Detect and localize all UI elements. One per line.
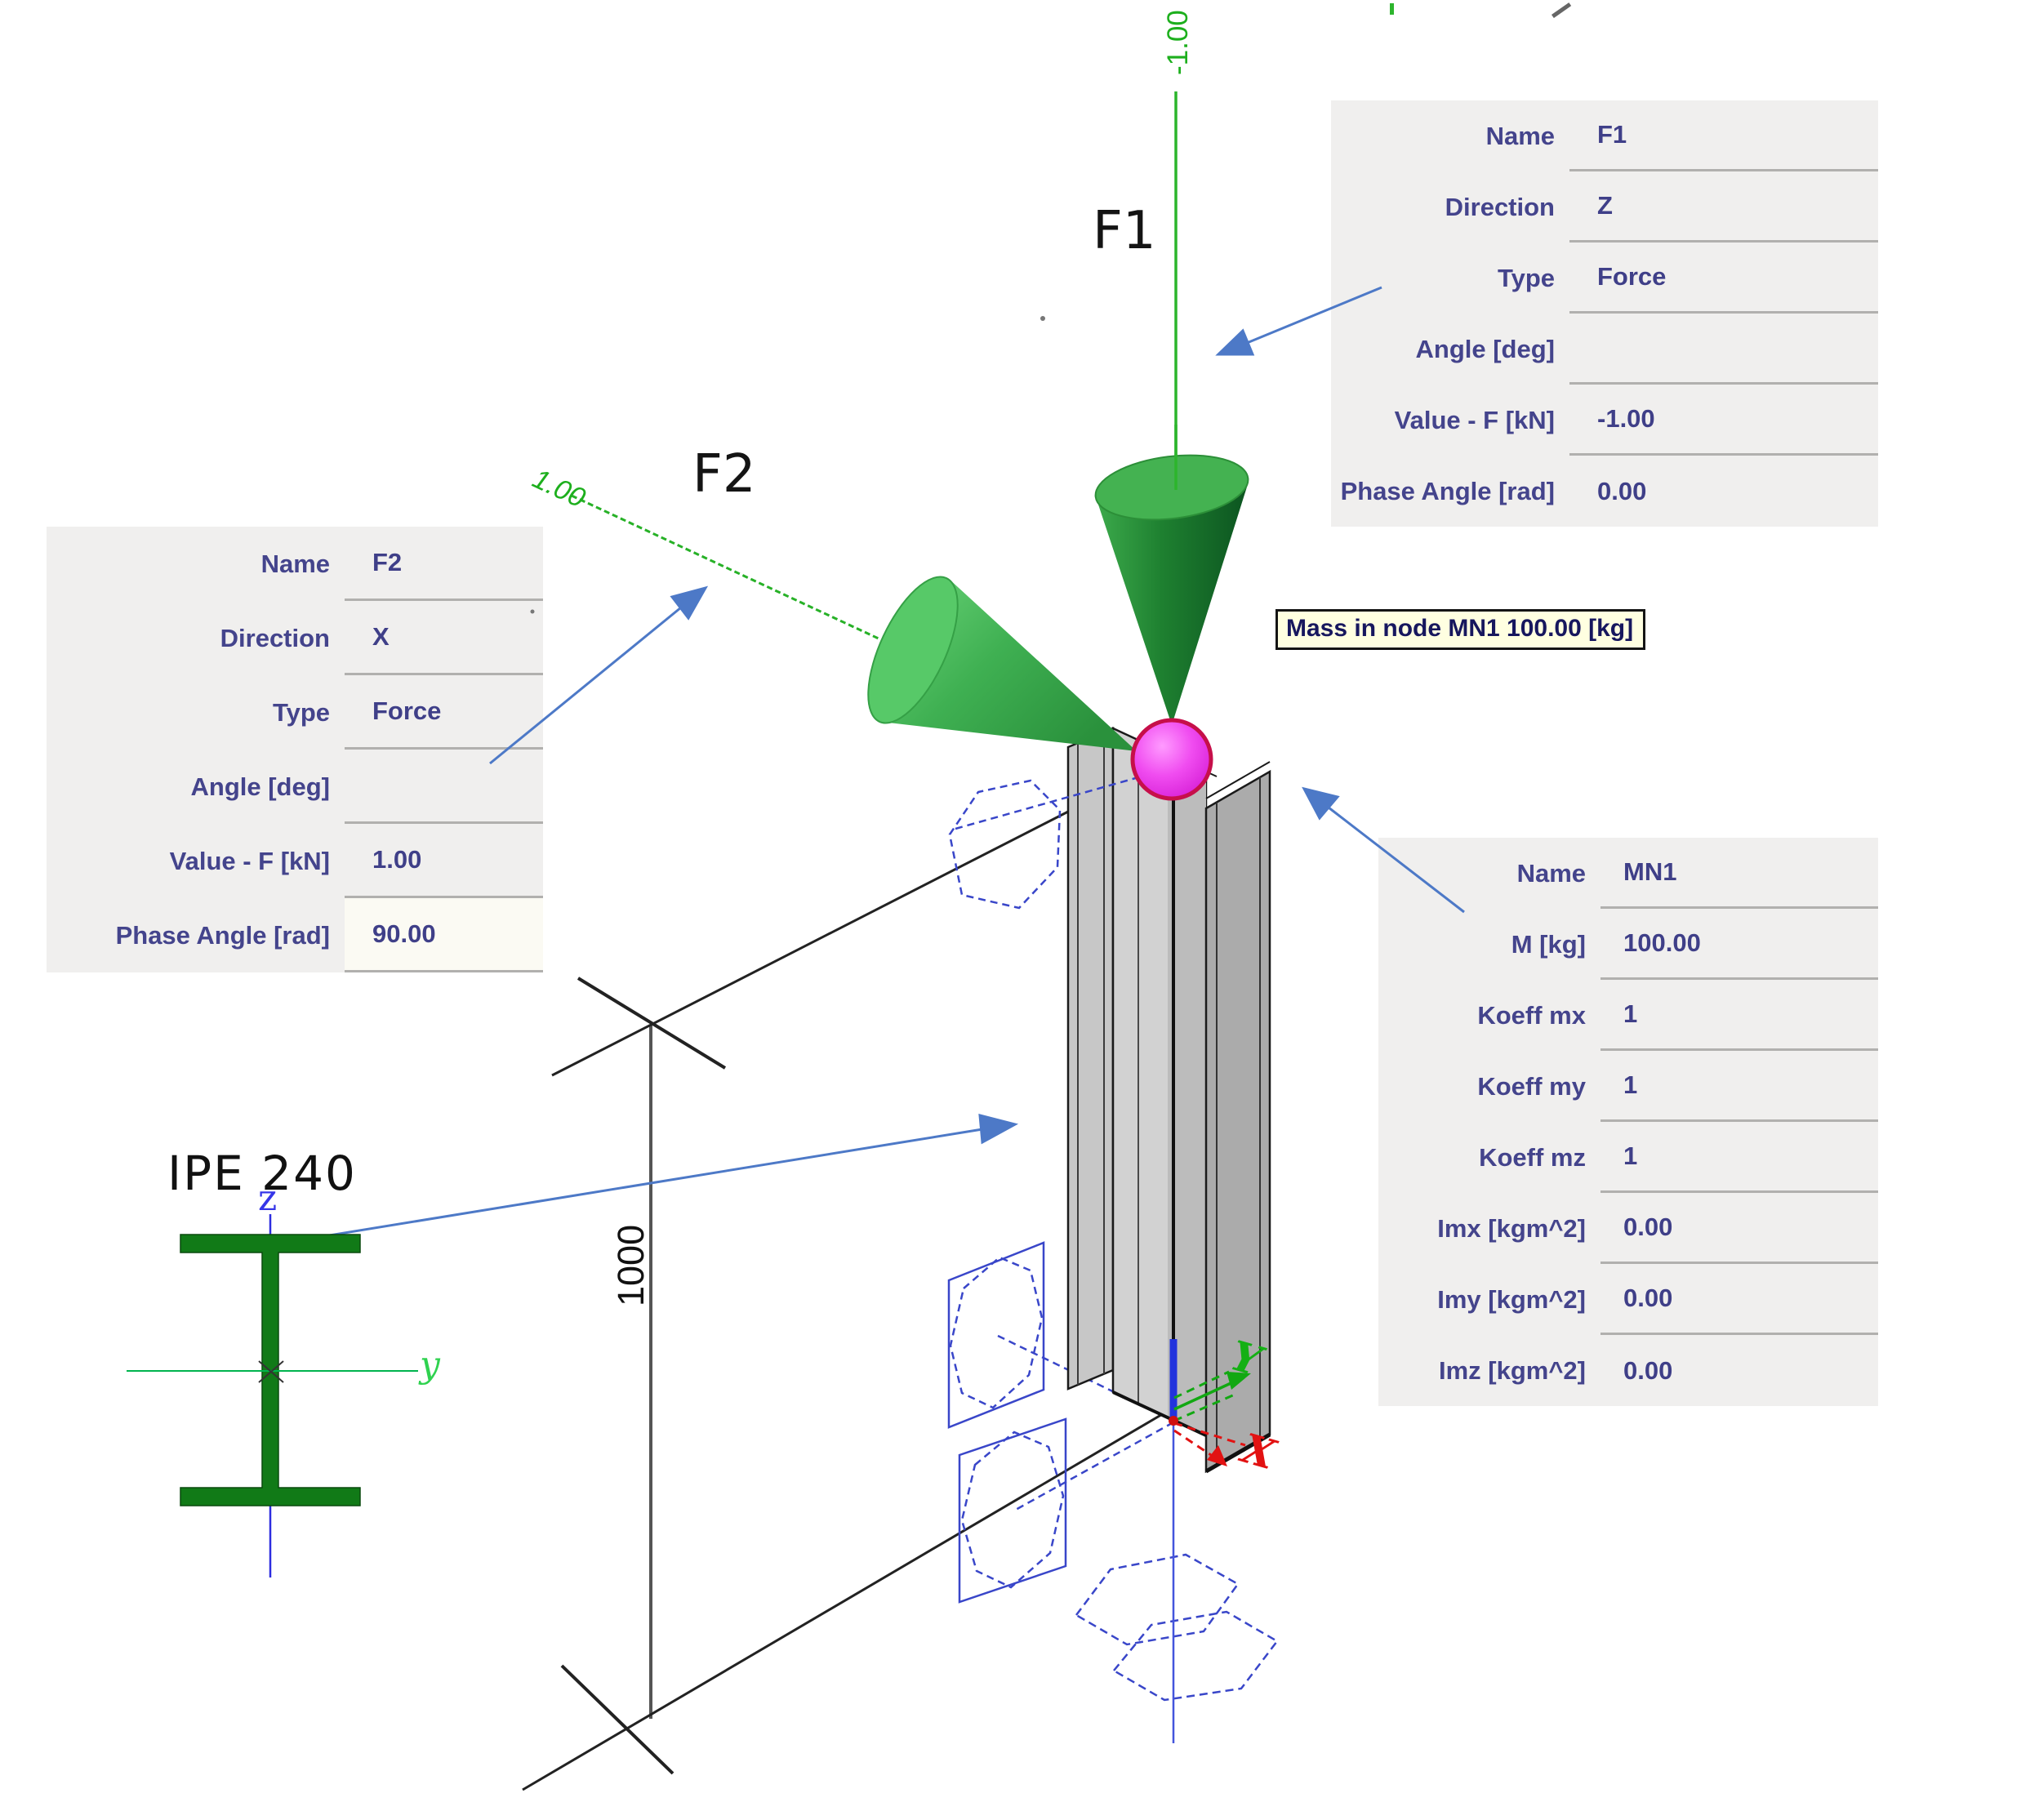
field-value[interactable]: 1 [1600,1122,1878,1193]
field-value[interactable]: 1.00 [345,824,543,898]
table-row: Name F1 [1331,100,1878,171]
field-value[interactable]: 0.00 [1600,1193,1878,1264]
field-value[interactable]: X [345,601,543,675]
field-value[interactable]: 0.00 [1597,476,1647,505]
table-row: Imz [kgm^2] 0.00 [1378,1335,1878,1406]
table-row: Name F2 [47,527,543,601]
force-f1-value-label: -1.00 [1162,10,1194,75]
axis-y-label: Y [1225,1331,1267,1386]
force-f2[interactable] [571,494,1137,751]
field-value[interactable]: MN1 [1600,838,1878,909]
field-label: Name [1485,121,1555,150]
table-row: Name MN1 [1378,838,1878,909]
field-value[interactable]: 1 [1600,980,1878,1051]
f1-cone-top [1094,454,1249,521]
field-value[interactable]: -1.00 [1569,385,1878,456]
section-z-axis-label: z [258,1177,278,1219]
field-value[interactable]: Z [1569,171,1878,243]
axis-x-label: X [1236,1423,1281,1480]
axis-x-arrowhead [1207,1445,1227,1466]
field-value[interactable]: F2 [345,527,543,601]
table-row: Type Force [1331,243,1878,314]
field-label: Value - F [kN] [169,846,330,875]
field-label: Angle [deg] [1415,334,1556,363]
field-label: Type [1497,263,1555,292]
field-label: Imx [kgm^2] [1437,1213,1586,1243]
field-value-editing[interactable]: 90.00 [345,898,543,972]
field-label: Type [272,697,330,727]
axis-triad [1169,1370,1251,1466]
field-value[interactable] [345,750,543,824]
f1-force-cone [1095,482,1249,725]
field-label: Imy [kgm^2] [1437,1284,1586,1314]
field-label: Angle [deg] [190,772,331,801]
field-value[interactable] [1569,314,1878,385]
table-row: Koeff my 1 [1378,1051,1878,1122]
force-f2-label: F2 [692,444,756,505]
field-value[interactable]: Force [345,675,543,750]
mn1-property-table: Name MN1 M [kg] 100.00 Koeff mx 1 Koeff my 1… [1378,838,1878,1406]
ipe240-section-sketch [127,1214,418,1577]
table-row: Direction X [47,601,543,675]
field-label: Koeff mz [1479,1142,1586,1172]
field-label: Name [1516,858,1586,888]
table-row: M [kg] 100.00 [1378,909,1878,980]
base-node [1169,1416,1178,1426]
mn1-annotation-arrowhead [1302,786,1340,821]
ipe-annotation-arrowhead [978,1114,1019,1145]
f1-annotation-arrowhead [1215,328,1255,356]
f2-cone-base [867,576,959,724]
section-y-axis-label: y [420,1344,440,1386]
table-row: Angle [deg] [47,750,543,824]
force-f1[interactable] [1092,91,1252,725]
table-row: Imy [kgm^2] 0.00 [1378,1264,1878,1335]
field-value[interactable]: 1 [1600,1051,1878,1122]
table-row: Phase Angle [rad] 0.00 [1331,456,1878,527]
field-label: Direction [1445,192,1555,221]
table-row: Imx [kgm^2] 0.00 [1378,1193,1878,1264]
field-label: Phase Angle [rad] [1340,476,1555,505]
field-value[interactable]: 0.00 [1623,1355,1673,1385]
mass-wireframe-top [948,772,1154,910]
f2-force-cone [873,578,1137,751]
field-value[interactable]: 100.00 [1600,909,1878,980]
table-row: Angle [deg] [1331,314,1878,385]
table-row: Koeff mz 1 [1378,1122,1878,1193]
field-label: Koeff my [1477,1071,1586,1101]
ipe-shape [180,1234,361,1506]
force-f2-value-label: 1.00 [528,463,590,514]
mass-node-sphere[interactable] [1130,718,1213,801]
field-value[interactable]: 0.00 [1600,1264,1878,1335]
dimension-value-label: 1000 [610,1224,652,1306]
table-row: Koeff mx 1 [1378,980,1878,1051]
mass-wireframes [947,1241,1279,1702]
field-label: Koeff mx [1477,1000,1586,1030]
table-row: Value - F [kN] 1.00 [47,824,543,898]
field-value[interactable]: F1 [1569,100,1878,171]
field-label: Phase Angle [rad] [115,920,330,950]
field-label: M [kg] [1511,929,1586,959]
field-value[interactable]: Force [1569,243,1878,314]
f2-annotation-arrowhead [670,585,709,621]
table-row: Direction Z [1331,171,1878,243]
field-label: Value - F [kN] [1394,405,1555,434]
force-f1-label: F1 [1093,201,1156,261]
table-row: Type Force [47,675,543,750]
table-row: Phase Angle [rad] 90.00 [47,898,543,972]
field-label: Direction [220,623,330,652]
field-label: Imz [kgm^2] [1438,1355,1586,1385]
mass-node-tooltip: Mass in node MN1 100.00 [kg] [1275,609,1646,650]
table-row: Value - F [kN] -1.00 [1331,385,1878,456]
field-label: Name [260,549,330,578]
